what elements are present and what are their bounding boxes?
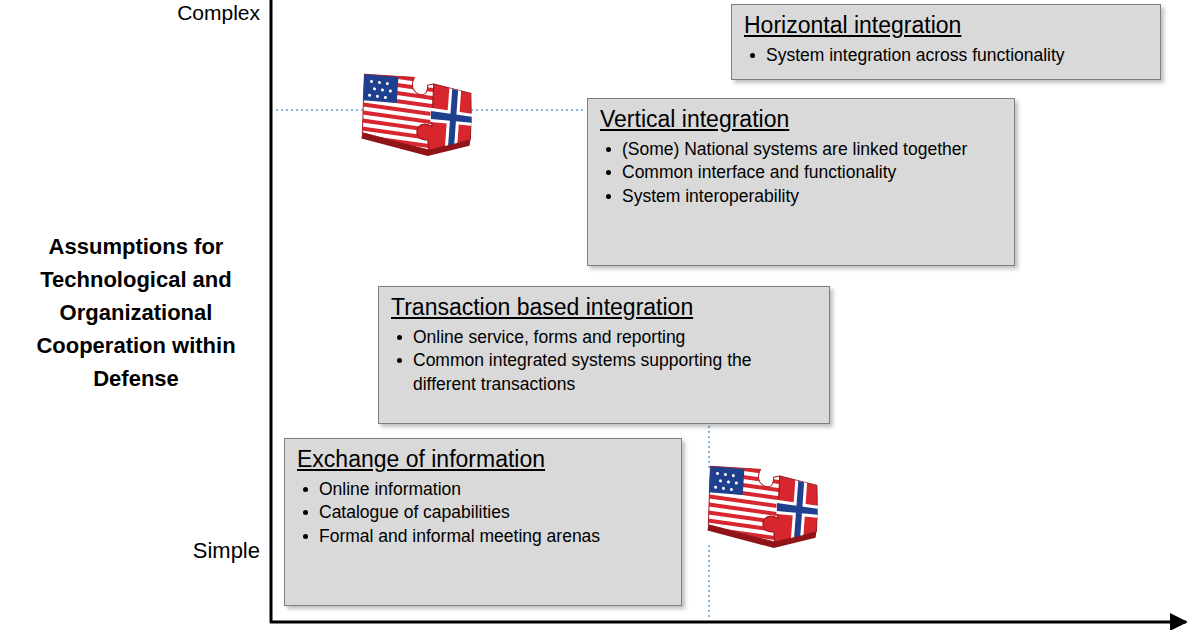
bullet-item: Common integrated systems supporting the… [391, 349, 817, 396]
bullet-item: System integration across functionality [744, 44, 1148, 68]
bullet-text: System integration across functionality [766, 45, 1065, 65]
heading-text: Transaction based integration [391, 294, 693, 320]
bullet-text: Catalogue of capabilities [319, 502, 510, 522]
bullet-item: Common interface and functionality [600, 161, 1002, 185]
bullet-dot [303, 487, 308, 492]
box-heading: Horizontal integration [744, 11, 1148, 40]
bullet-dot [606, 194, 611, 199]
bullet-dot [397, 335, 402, 340]
bullet-text: Online service, forms and reporting [413, 327, 685, 347]
bullet-dot [606, 170, 611, 175]
integration-box: Exchange of informationOnline informatio… [284, 438, 682, 606]
box-heading: Transaction based integration [391, 293, 817, 322]
axis-end-label: Simple [150, 538, 260, 564]
bullet-dot [303, 534, 308, 539]
bullet-item: Formal and informal meeting arenas [297, 525, 669, 549]
bullet-text: (Some) National systems are linked toget… [622, 139, 967, 159]
axis-end-label: Complex [150, 0, 260, 25]
bullet-text: Common integrated systems supporting the… [413, 350, 752, 394]
integration-box: Horizontal integrationSystem integration… [731, 4, 1161, 80]
bullet-text: Formal and informal meeting arenas [319, 526, 600, 546]
bullet-item: (Some) National systems are linked toget… [600, 138, 1002, 162]
heading-text: Exchange of information [297, 446, 545, 472]
axis-title: Assumptions for Technological and Organi… [10, 230, 262, 395]
heading-text: Vertical integration [600, 106, 789, 132]
integration-box: Transaction based integrationOnline serv… [378, 286, 830, 424]
bullet-dot [750, 53, 755, 58]
bullet-text: System interoperability [622, 186, 799, 206]
bullet-text: Common interface and functionality [622, 162, 896, 182]
bullet-dot [397, 358, 402, 363]
bullet-dot [303, 510, 308, 515]
box-heading: Vertical integration [600, 105, 1002, 134]
integration-box: Vertical integration (Some) National syst… [587, 98, 1015, 266]
bullet-dot [606, 147, 611, 152]
bullet-item: System interoperability [600, 185, 1002, 209]
bullet-text: Online information [319, 479, 461, 499]
bullet-item: Online information [297, 478, 669, 502]
box-heading: Exchange of information [297, 445, 669, 474]
heading-text: Horizontal integration [744, 12, 961, 38]
bullet-item: Catalogue of capabilities [297, 501, 669, 525]
bullet-item: Online service, forms and reporting [391, 326, 817, 350]
